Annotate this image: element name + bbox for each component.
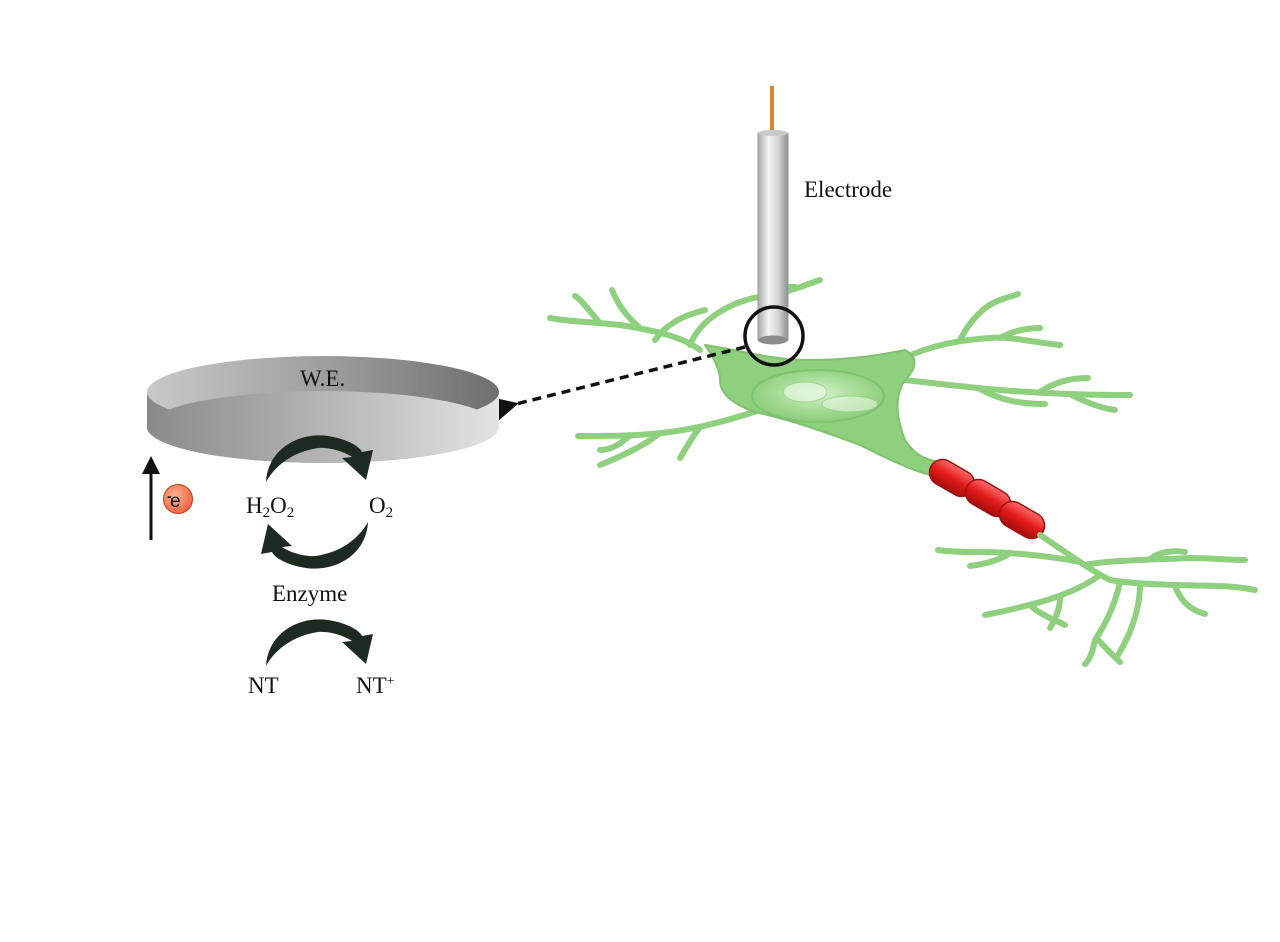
myelin-sheath — [928, 458, 1046, 540]
electron-charge: - — [167, 488, 172, 504]
electron-icon: e- — [163, 484, 193, 514]
zoom-arrow — [472, 345, 746, 434]
arrow-h2o2-to-o2 — [266, 435, 373, 482]
electrode — [743, 86, 805, 367]
dendrites-left — [575, 407, 763, 468]
electrode-wire — [770, 86, 774, 136]
axon-terminals — [935, 532, 1258, 667]
dendrites-upper-right — [897, 291, 1133, 413]
electrode-zoom-circle — [743, 305, 805, 367]
neuron — [547, 277, 1258, 667]
o2-label: O2 — [369, 493, 394, 521]
myelin-segment — [998, 500, 1046, 540]
working-electrode-disk — [147, 356, 499, 463]
nt-label: NT — [248, 673, 279, 698]
arrow-nt-to-ntplus — [266, 619, 373, 666]
h2o2-label: H2O2 — [246, 493, 295, 521]
arrow-o2-to-h2o2 — [261, 522, 368, 569]
electron-symbol: e — [170, 491, 181, 512]
electrode-tip — [758, 335, 788, 345]
working-electrode-label: W.E. — [300, 366, 346, 391]
enzyme-label: Enzyme — [272, 581, 348, 606]
electron-flow-arrow — [142, 456, 160, 540]
nt-plus-label: NT+ — [356, 673, 395, 698]
reaction-arrows — [261, 435, 373, 666]
electrode-label: Electrode — [804, 177, 893, 202]
